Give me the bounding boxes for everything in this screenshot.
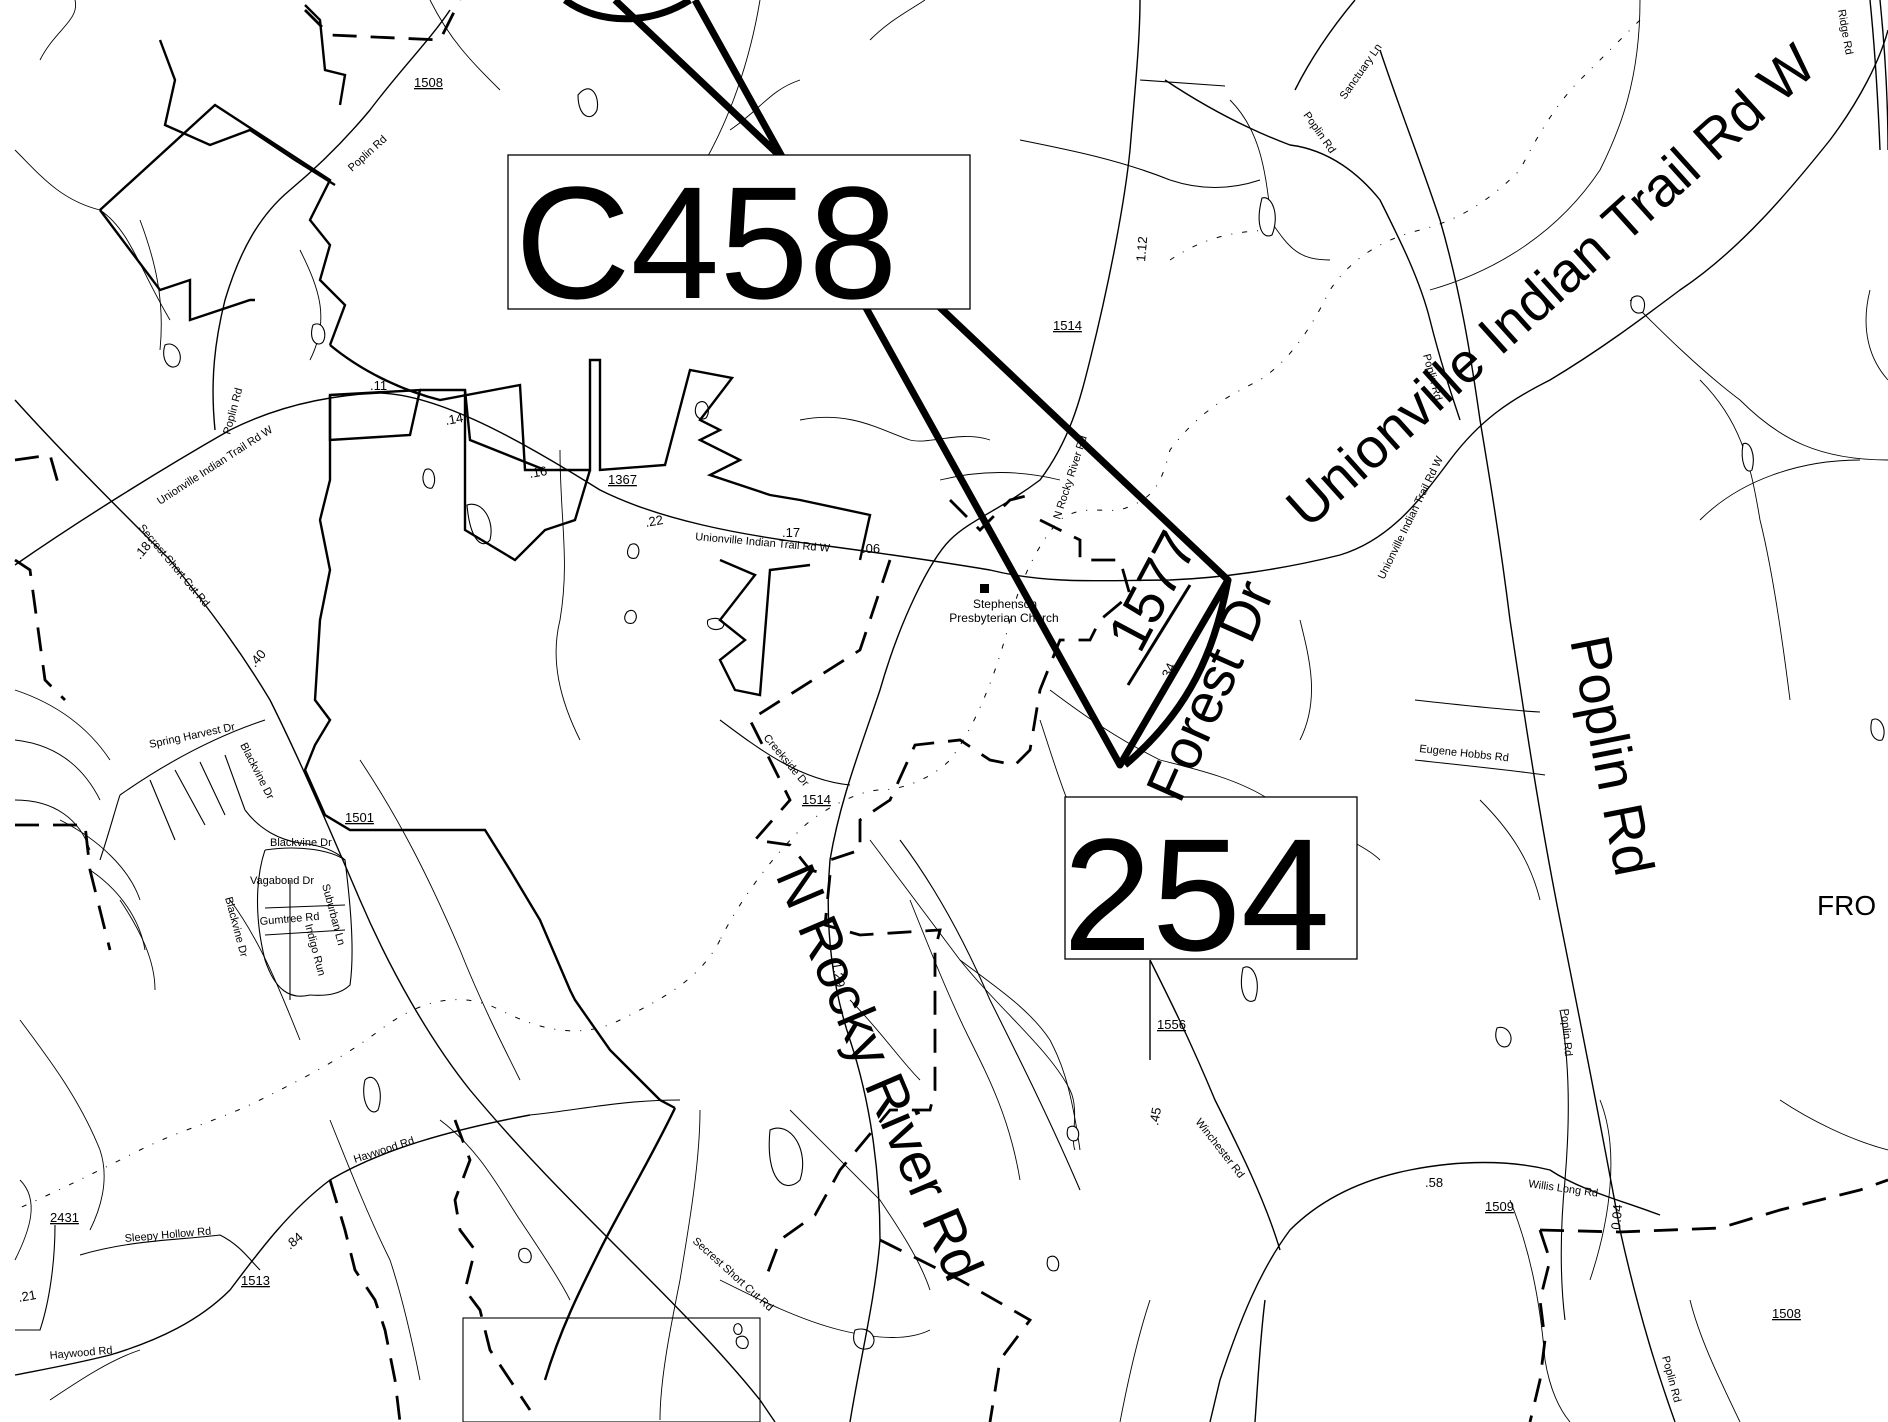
mileage-marker: .84 <box>282 1229 305 1252</box>
route-number: 1508 <box>1772 1306 1801 1321</box>
mileage-marker: 0.04 <box>1608 1204 1625 1231</box>
street-label: Haywood Rd <box>49 1345 113 1362</box>
parcel-boundaries <box>99 4 872 1381</box>
route-highlight <box>562 0 1232 769</box>
road-label-poplin: Poplin Rd <box>1558 630 1666 880</box>
street-label: Unionville Indian Trail Rd W <box>695 531 831 555</box>
inset-frame <box>462 1317 761 1422</box>
street-label: N Rocky River Rd <box>1051 434 1089 521</box>
street-label: Blackvine Dr <box>270 837 332 849</box>
mileage-marker: .34 <box>1157 661 1178 684</box>
street-label: Blackvine Dr <box>237 741 276 802</box>
street-label: Eugene Hobbs Rd <box>1419 743 1510 764</box>
route-number: 1508 <box>414 75 443 90</box>
mileage-marker: .21 <box>17 1287 37 1305</box>
street-label: Poplin Rd <box>1301 110 1338 156</box>
street-label: Secrest Short Cut Rd <box>690 1235 775 1313</box>
landmark-label-line2: Presbyterian Church <box>949 611 1058 625</box>
street-label: Blackvine Dr <box>222 896 250 959</box>
street-label: Poplin Rd <box>1659 1355 1683 1404</box>
church-icon <box>980 584 989 593</box>
area-label-254: 254 <box>1063 796 1358 984</box>
street-label: Creekside Dr <box>761 732 812 789</box>
street-label: Sleepy Hollow Rd <box>124 1225 212 1245</box>
street-label: Poplin Rd <box>346 133 389 174</box>
street-label: Vagabond Dr <box>250 875 314 887</box>
route-number: 1509 <box>1485 1199 1514 1214</box>
mileage-marker: .58 <box>1425 1175 1443 1190</box>
trails <box>14 19 1641 1211</box>
mileage-marker: .06 <box>862 541 880 556</box>
streams <box>14 0 1888 1422</box>
route-number: 1514 <box>1053 318 1082 333</box>
mileage-marker: .22 <box>644 512 664 530</box>
street-label: Secrest Short Cut Rd <box>136 522 212 609</box>
street-label: Suburban Ln <box>319 883 347 947</box>
street-label: Sanctuary Ln <box>1338 42 1385 102</box>
mileage-marker: .16 <box>528 463 548 481</box>
route-number: 1556 <box>1157 1017 1186 1032</box>
mileage-marker: .17 <box>782 525 800 540</box>
street-label: Gumtree Rd <box>259 911 320 928</box>
landmark-church: Stephenson Presbyterian Church <box>949 597 1058 625</box>
street-label: Poplin Rd <box>221 387 245 436</box>
ponds <box>163 88 1885 1350</box>
route-number: 1367 <box>608 472 637 487</box>
route-number: 2431 <box>50 1210 79 1225</box>
route-number: 1501 <box>345 810 374 825</box>
mileage-marker: .14 <box>444 410 464 428</box>
route-number: 1514 <box>802 792 831 807</box>
mileage-marker: 1.29 <box>829 961 848 989</box>
route-numbers: 1508 1514 1367 1501 1514 1556 2431 1513 … <box>50 75 1801 1321</box>
area-label-c458: C458 <box>507 153 971 332</box>
landmark-label-line1: Stephenson <box>973 597 1037 611</box>
street-label: Haywood Rd <box>352 1135 416 1166</box>
place-label-fro: FRO <box>1817 890 1876 921</box>
mileage-marker: .11 <box>370 378 387 393</box>
area-label-254-text: 254 <box>1063 805 1330 984</box>
street-label: Poplin Rd <box>1558 1008 1574 1057</box>
street-label: Ridge Rd <box>1835 8 1855 55</box>
route-number: 1513 <box>241 1273 270 1288</box>
mileage-marker: 1.12 <box>1133 236 1150 263</box>
mileage-marker: .45 <box>1146 1106 1164 1126</box>
area-label-c458-text: C458 <box>515 153 898 332</box>
city-limits <box>14 0 1888 1422</box>
local-roads <box>14 0 1888 1422</box>
street-label: Unionville Indian Trail Rd W <box>155 424 275 508</box>
